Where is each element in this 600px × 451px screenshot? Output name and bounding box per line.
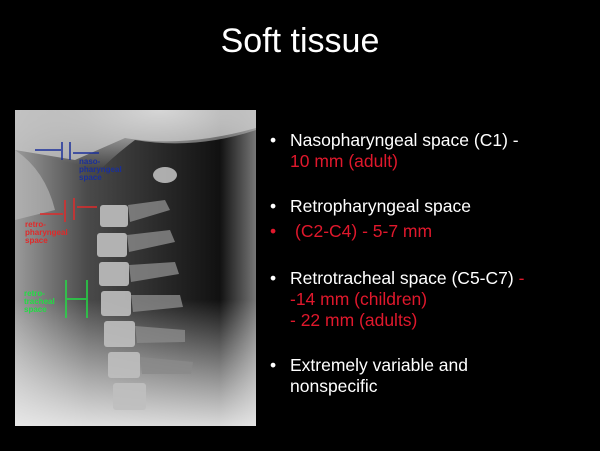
bullet-text: Extremely variable and — [290, 355, 468, 375]
bullet-retropharyngeal: • Retropharyngeal space — [268, 196, 598, 217]
bullet-detail: 10 mm (adult) — [290, 151, 398, 171]
bullet-dot: • — [270, 268, 277, 288]
bullet-detail: - 22 mm (adults) — [290, 310, 418, 330]
bullet-retropharyngeal-detail: • (C2-C4) - 5-7 mm — [268, 221, 598, 242]
bullet-dot: • — [270, 196, 277, 216]
bullet-nasopharyngeal: • Nasopharyngeal space (C1) - 10 mm (adu… — [268, 130, 598, 172]
bullet-dot: • — [270, 130, 277, 150]
bullet-detail: -14 mm (children) — [290, 289, 428, 309]
retropharyngeal-label: retro- pharyngeal space — [25, 220, 70, 245]
bullet-detail: (C2-C4) - 5-7 mm — [295, 221, 433, 241]
bullet-text: nonspecific — [290, 376, 378, 396]
nasopharyngeal-label: naso- pharyngeal space — [79, 157, 124, 182]
bullet-retrotracheal: • Retrotracheal space (C5-C7) - -14 mm (… — [268, 268, 598, 331]
bullet-text: Retrotracheal space (C5-C7) — [290, 268, 514, 288]
bullet-text: Retropharyngeal space — [290, 196, 471, 216]
nasopharyngeal-marker — [35, 142, 99, 160]
bullet-list: • Nasopharyngeal space (C1) - 10 mm (adu… — [268, 130, 598, 397]
retrotracheal-marker — [65, 280, 88, 318]
slide-title: Soft tissue — [220, 22, 380, 60]
bullet-dot: • — [270, 221, 277, 241]
bullet-dot: • — [270, 355, 277, 375]
retropharyngeal-marker — [40, 198, 97, 222]
bullet-text: Nasopharyngeal space (C1) - — [290, 130, 519, 150]
bullet-variable: • Extremely variable and nonspecific — [268, 355, 598, 397]
bullet-dash: - — [518, 268, 525, 288]
retrotracheal-label: retro- tracheal space — [24, 289, 57, 314]
neck-xray-image: naso- pharyngeal space retro- pharyngeal… — [15, 110, 256, 426]
